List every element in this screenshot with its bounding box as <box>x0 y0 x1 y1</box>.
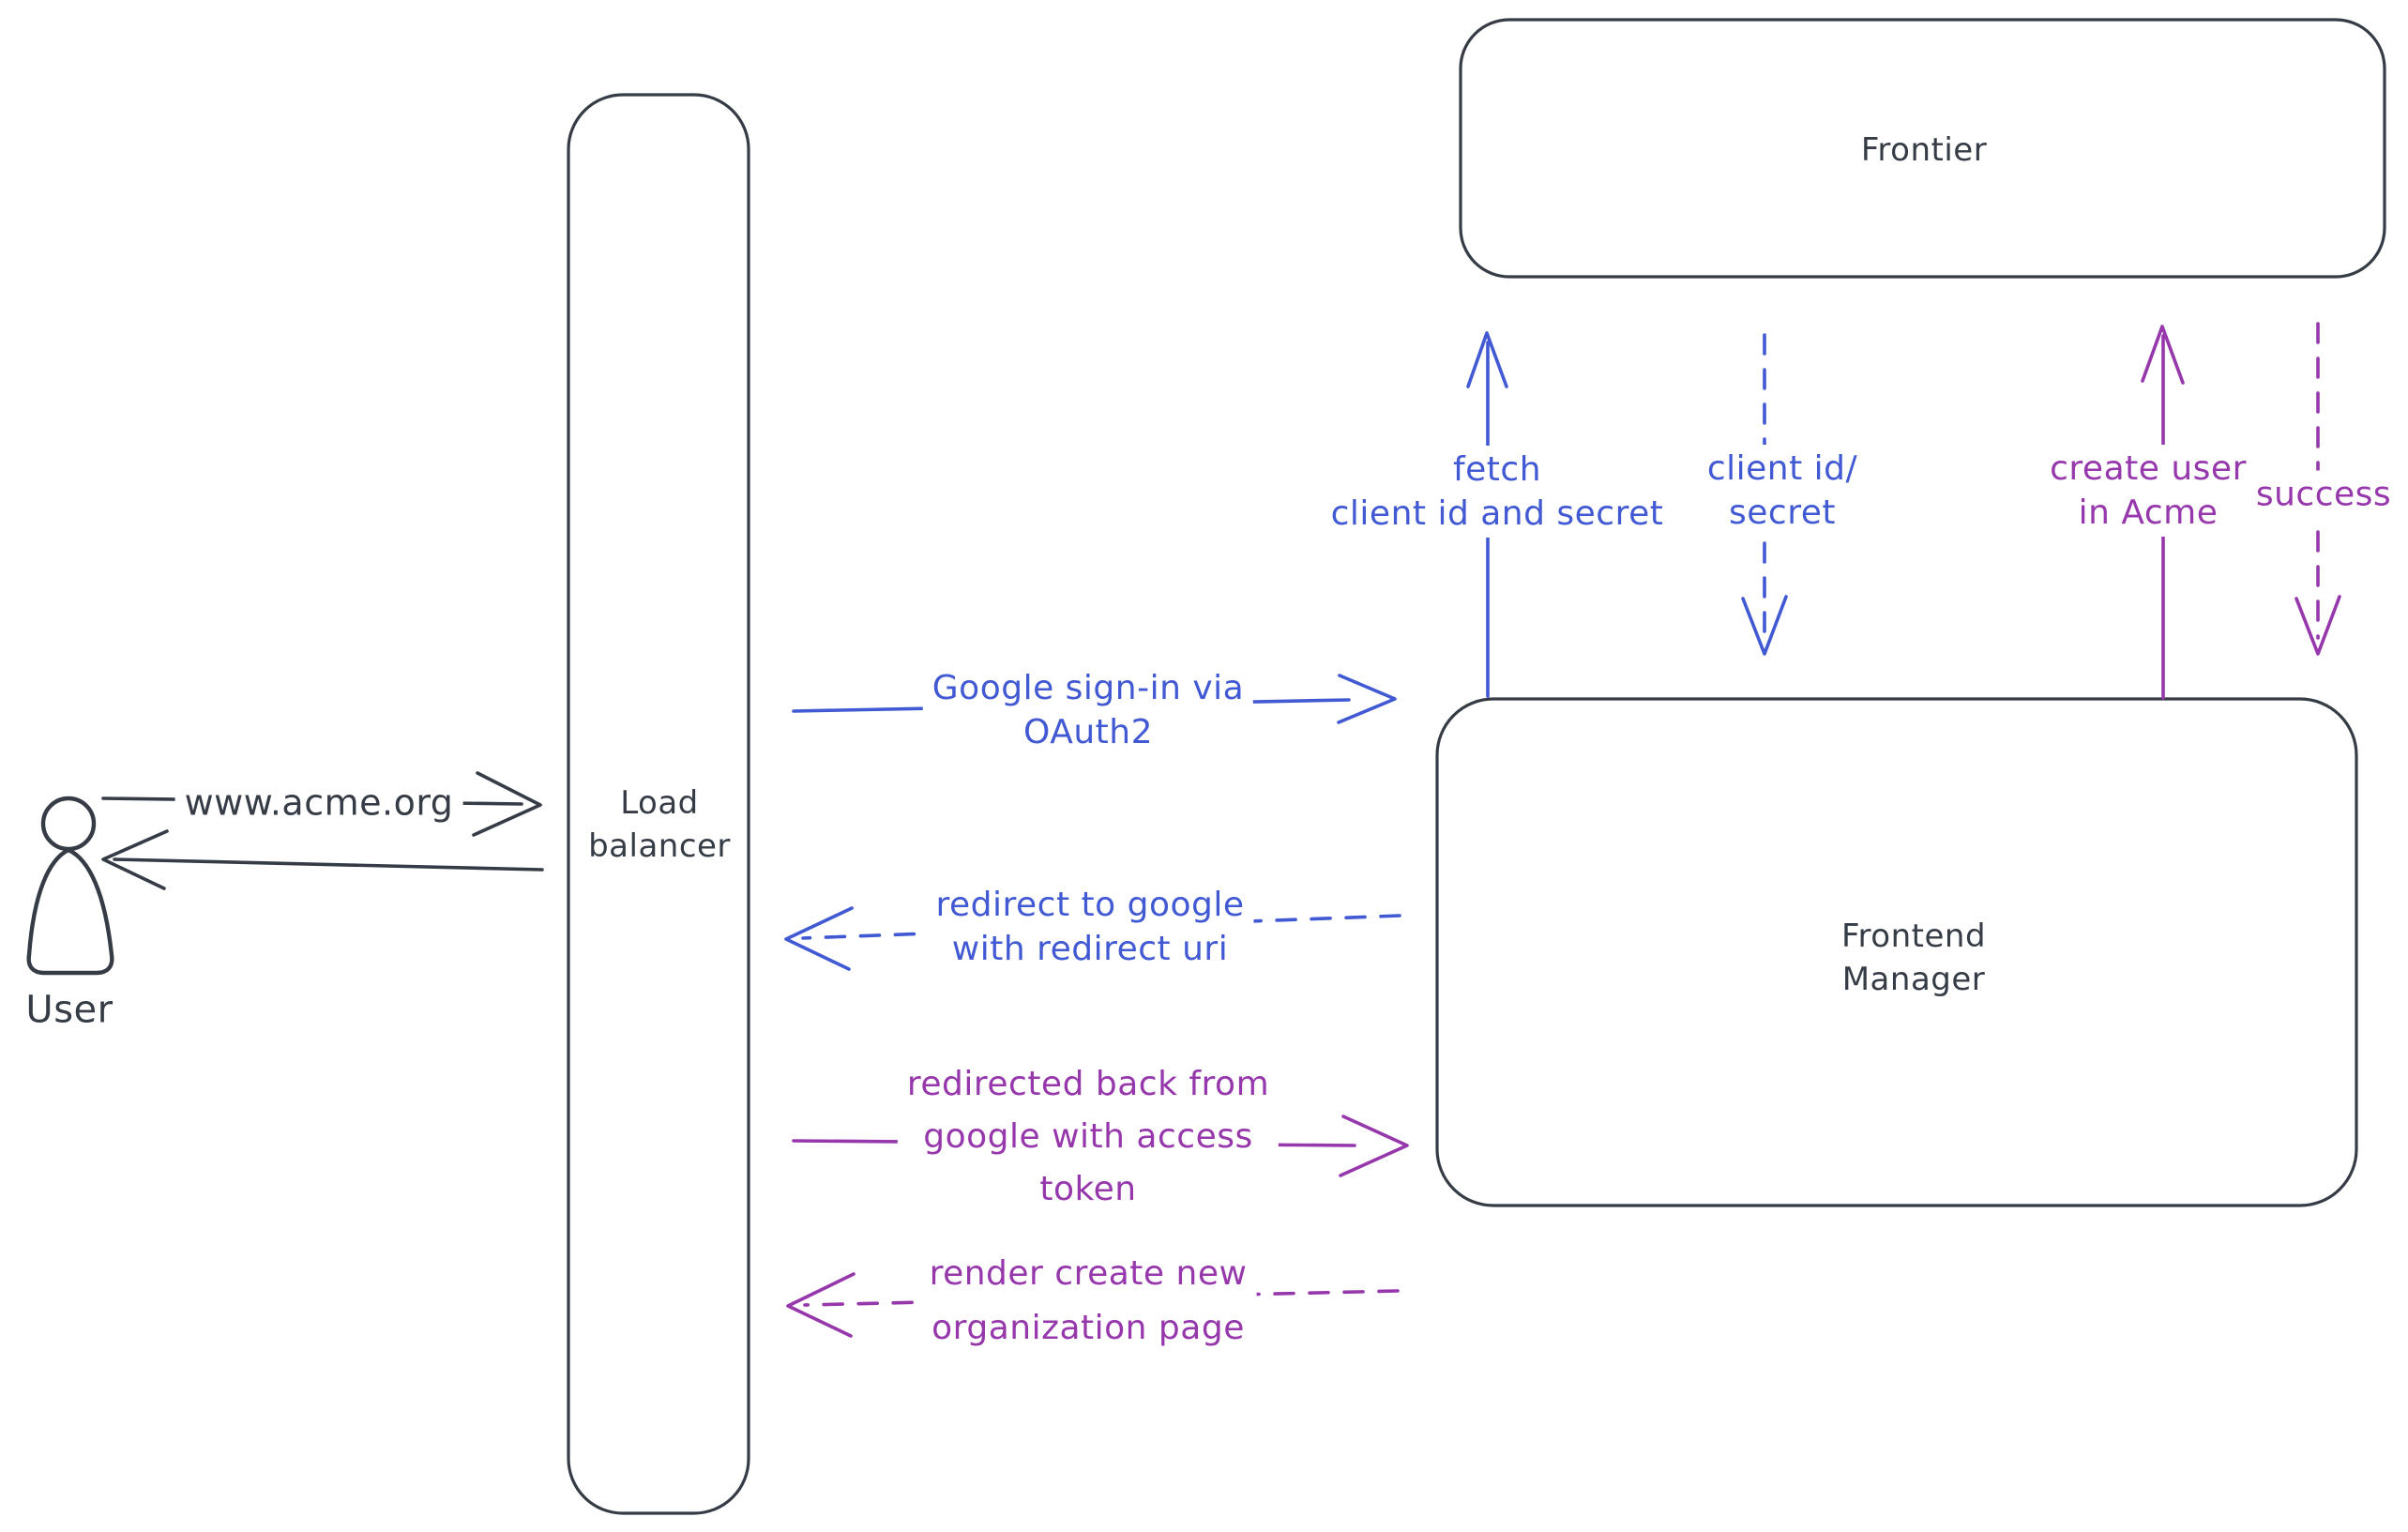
frontier-box <box>1459 18 2386 279</box>
www-acme-label-text: www.acme.org <box>184 781 454 824</box>
create-user-label-line1: create user <box>2050 449 2247 488</box>
user-return-arrow <box>101 829 544 890</box>
success-label-text: success <box>2255 475 2392 514</box>
redirect-google-label: redirect to google with redirect uri <box>926 881 1254 973</box>
client-id-secret-label-line1: client id/ <box>1706 449 1858 488</box>
fetch-secret-label-line1: fetch <box>1452 450 1542 489</box>
frontier-label-text: Frontier <box>1860 131 1988 169</box>
www-acme-label: www.acme.org <box>174 779 463 827</box>
load-balancer-box <box>567 93 750 1515</box>
create-user-label: create user in Acme <box>2040 445 2256 537</box>
redirected-back-label-line3: token <box>1039 1170 1137 1208</box>
client-id-secret-label: client id/ secret <box>1697 445 1868 537</box>
google-signin-label-line1: Google sign-in via <box>931 669 1245 707</box>
frontend-manager-label-line2: Manager <box>1841 961 1986 998</box>
google-signin-label: Google sign-in via OAuth2 <box>922 664 1254 756</box>
fetch-secret-label-line2: client id and secret <box>1330 494 1664 533</box>
user-label-text: User <box>25 988 114 1032</box>
redirect-google-label-line2: with redirect uri <box>951 930 1229 968</box>
user-icon <box>26 796 114 976</box>
google-signin-label-line2: OAuth2 <box>1023 713 1153 751</box>
redirected-back-label: redirected back from google with access … <box>897 1056 1280 1218</box>
render-org-label-line2: organization page <box>931 1309 1245 1347</box>
redirected-back-label-line2: google with access <box>923 1117 1253 1156</box>
render-org-label-line1: render create new <box>929 1254 1248 1293</box>
create-user-label-line2: in Acme <box>2078 493 2219 532</box>
frontend-manager-label-line1: Frontend <box>1840 918 1987 955</box>
load-balancer-label: Load balancer <box>579 780 740 870</box>
frontier-label: Frontier <box>1852 127 1996 174</box>
load-balancer-label-line2: balancer <box>588 827 731 865</box>
client-id-secret-label-line2: secret <box>1729 493 1836 532</box>
load-balancer-label-line1: Load <box>620 784 699 822</box>
fetch-secret-label: fetch client id and secret <box>1321 446 1673 538</box>
redirected-back-label-line1: redirected back from <box>906 1065 1270 1103</box>
render-org-label: render create new organization page <box>919 1245 1257 1358</box>
redirect-google-arrow <box>784 906 1401 971</box>
success-label: success <box>2246 470 2401 519</box>
redirect-google-label-line1: redirect to google <box>935 886 1245 924</box>
frontend-manager-box <box>1435 697 2358 1207</box>
user-label: User <box>16 987 122 1035</box>
frontend-manager-label: Frontend Manager <box>1832 913 1995 1003</box>
